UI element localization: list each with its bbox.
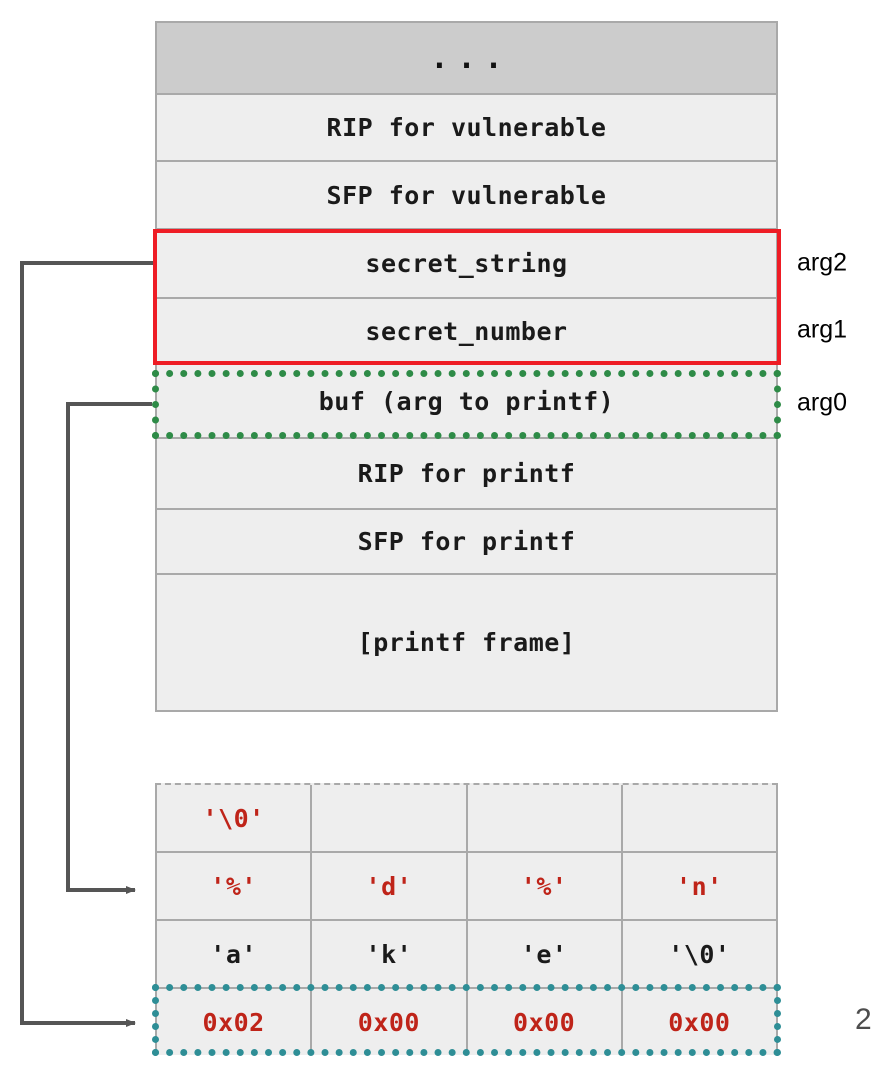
stack-row-secret-number: secret_number — [157, 299, 776, 365]
buffer-cell: '%' — [467, 853, 623, 919]
buffer-row: 'a' 'k' 'e' '\0' — [157, 921, 776, 989]
buffer-cell — [312, 785, 468, 851]
arg-label-arg1: arg1 — [797, 315, 848, 344]
arrow-secret-string-to-address-bytes — [20, 261, 155, 1027]
buffer-row: '\0' — [157, 785, 776, 853]
buffer-cell: 0x00 — [622, 989, 776, 1055]
stack-row-rip-printf: RIP for printf — [157, 439, 776, 510]
stack-row-ellipsis: ... — [157, 23, 776, 95]
buffer-cell: '%' — [157, 853, 313, 919]
buffer-cell: 0x00 — [467, 989, 623, 1055]
stack-row-buf: buf (arg to printf) — [157, 365, 776, 439]
stack-row-label: RIP for printf — [357, 459, 576, 488]
buffer-row: 0x02 0x00 0x00 0x00 — [157, 989, 776, 1055]
stack-row-label: ... — [430, 40, 512, 76]
stack-row-label: secret_number — [365, 316, 568, 346]
buffer-cell: '\0' — [622, 921, 776, 987]
stack-row-secret-string: secret_string — [157, 230, 776, 299]
buffer-cell: 'n' — [622, 853, 776, 919]
stack-row-sfp-vulnerable: SFP for vulnerable — [157, 162, 776, 230]
buffer-cell — [467, 785, 623, 851]
stack-row-sfp-printf: SFP for printf — [157, 510, 776, 575]
stack-row-label: RIP for vulnerable — [326, 113, 607, 142]
stack-row-label: secret_string — [365, 249, 568, 278]
stack-row-rip-vulnerable: RIP for vulnerable — [157, 95, 776, 162]
arg-label-arg2: arg2 — [797, 248, 848, 277]
buffer-row: '%' 'd' '%' 'n' — [157, 853, 776, 921]
stack-row-label: SFP for vulnerable — [326, 180, 607, 210]
buffer-cell: 'd' — [312, 853, 468, 919]
arg-label-arg0: arg0 — [797, 388, 848, 417]
stack-diagram: ... RIP for vulnerable SFP for vulnerabl… — [155, 21, 778, 712]
buffer-cell: 0x02 — [157, 989, 313, 1055]
buffer-cell: 0x00 — [312, 989, 468, 1055]
page-number: 2 — [855, 1003, 872, 1036]
buffer-cell: 'e' — [467, 921, 623, 987]
arrow-buf-to-format-string — [66, 402, 152, 894]
buffer-cell: 'k' — [312, 921, 468, 987]
stack-row-label: SFP for printf — [357, 527, 576, 556]
buffer-cell: '\0' — [157, 785, 313, 851]
stack-row-label: [printf frame] — [357, 628, 576, 657]
buffer-cell — [622, 785, 776, 851]
buffer-bytes-table: '\0' '%' 'd' '%' 'n' 'a' 'k' 'e' '\0' 0x… — [155, 783, 778, 1055]
buffer-cell: 'a' — [157, 921, 313, 987]
stack-row-printf-frame: [printf frame] — [157, 575, 776, 710]
stack-row-label: buf (arg to printf) — [318, 386, 615, 416]
